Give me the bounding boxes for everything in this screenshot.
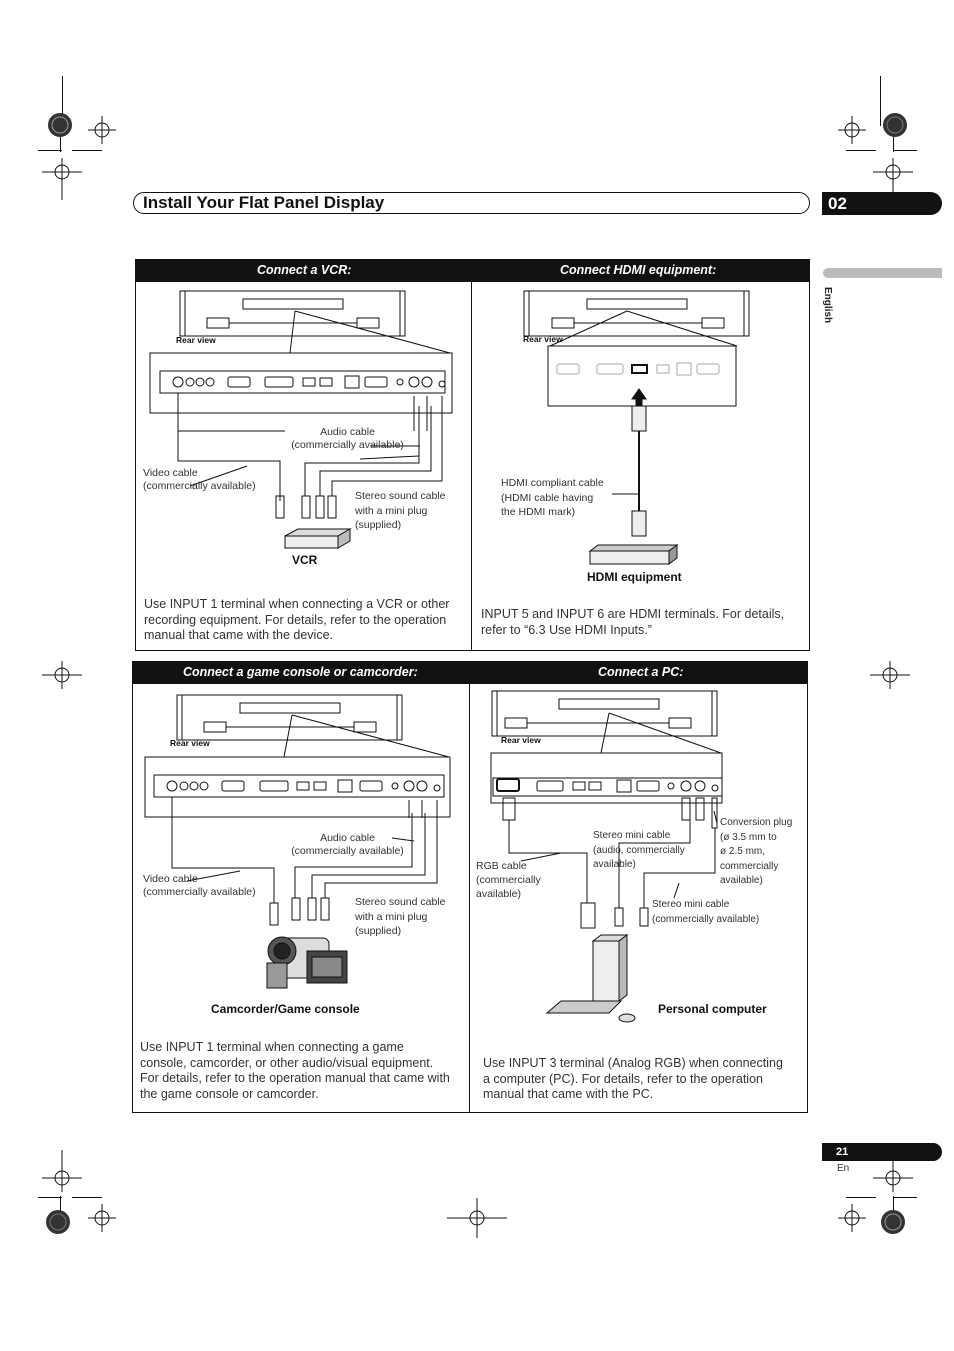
pc-device-label: Personal computer [658, 1002, 767, 1016]
vcr-stereo-cable-caption: Stereo sound cable with a mini plug (sup… [355, 490, 446, 531]
camcorder-video-cable-caption: Video cable (commercially available) [143, 873, 256, 898]
pc-conversion-plug-caption: Conversion plug (ø 3.5 mm to ø 2.5 mm, c… [720, 817, 793, 886]
hdmi-rear-view-label: Rear view [523, 334, 563, 344]
language-tab [823, 268, 942, 278]
vcr-description: Use INPUT 1 terminal when connecting a V… [144, 597, 450, 642]
vcr-audio-cable-caption: Audio cable (commercially available) [291, 426, 404, 451]
bottom-panel-divider [469, 684, 470, 1112]
pc-stereo-mini-cable-2-caption: Stereo mini cable (commercially availabl… [652, 899, 760, 925]
camcorder-diagram [144, 694, 451, 989]
header-pill [133, 192, 810, 214]
camcorder-stereo-cable-caption: Stereo sound cable with a mini plug (sup… [355, 896, 446, 937]
camcorder-rear-view-label: Rear view [170, 738, 210, 748]
camcorder-device-label: Camcorder/Game console [211, 1002, 360, 1016]
camcorder-description: Use INPUT 1 terminal when connecting a g… [140, 1040, 450, 1101]
pc-rgb-cable-caption: RGB cable (commercially available) [476, 860, 541, 900]
vcr-diagram [149, 290, 453, 549]
chapter-badge: 02 [822, 192, 942, 215]
vcr-device-label: VCR [292, 553, 318, 567]
pc-rear-view-label: Rear view [501, 735, 541, 745]
pc-stereo-mini-cable-caption: Stereo mini cable (audio, commercially a… [593, 830, 685, 870]
page-title: Install Your Flat Panel Display [143, 193, 385, 212]
page-number: 21 [822, 1143, 942, 1161]
bottom-panel-bar [133, 662, 807, 684]
hdmi-description: INPUT 5 and INPUT 6 are HDMI terminals. … [481, 607, 785, 637]
language-label: English [822, 287, 833, 324]
vcr-section-title: Connect a VCR: [257, 263, 352, 277]
vcr-rear-view-label: Rear view [176, 335, 216, 345]
pc-section-title: Connect a PC: [598, 665, 684, 679]
vcr-video-cable-caption: Video cable (commercially available) [143, 467, 256, 492]
top-panel-bar [136, 260, 809, 282]
game-section-title: Connect a game console or camcorder: [183, 665, 418, 679]
pc-diagram [490, 690, 723, 1023]
camcorder-audio-cable-caption: Audio cable (commercially available) [291, 832, 404, 857]
hdmi-section-title: Connect HDMI equipment: [560, 263, 717, 277]
hdmi-diagram [523, 290, 750, 565]
hdmi-cable-caption: HDMI compliant cable (HDMI cable having … [501, 477, 604, 518]
bottom-panel: Connect a game console or camcorder: Con… [132, 661, 808, 1113]
top-panel: Connect a VCR: Connect HDMI equipment: [135, 259, 810, 651]
top-panel-divider [471, 282, 472, 650]
pc-description: Use INPUT 3 terminal (Analog RGB) when c… [483, 1056, 783, 1101]
hdmi-device-label: HDMI equipment [587, 570, 682, 584]
page-language-code: En [837, 1163, 850, 1174]
